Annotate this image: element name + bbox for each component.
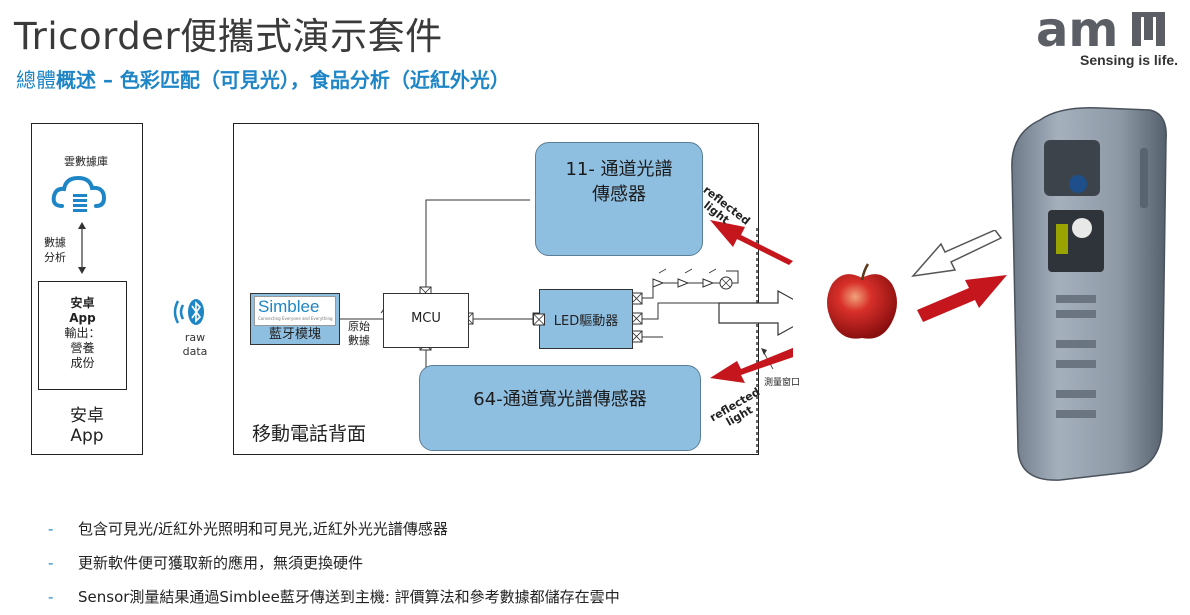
phone-back-label: 移動電話背面 — [252, 423, 367, 445]
app-label: App — [69, 311, 96, 325]
cloud-database-label: 雲數據庫 — [64, 155, 108, 168]
simblee-module: Simblee Connecting Everyone and Everythi… — [250, 293, 340, 345]
bullet-item: - 更新軟件便可獲取新的應用，無須更換硬件 — [48, 552, 363, 573]
bullet-item: - Sensor測量結果通過Simblee藍牙傳送到主機: 評價算法和參考數據都儲… — [48, 586, 620, 607]
page-subtitle: 總體概述 – 色彩匹配（可見光），食品分析（近紅外光） — [16, 64, 510, 93]
sensor-11-channel: 11- 通道光譜 傳感器 — [535, 142, 703, 256]
android-app-footer: 安卓 App — [31, 406, 143, 446]
ams-logo: am Sensing is life. — [1036, 2, 1178, 68]
bullet-text-3: Sensor測量結果通過Simblee藍牙傳送到主機: 評價算法和參考數據都儲存… — [78, 588, 620, 606]
led-driver-block: LED驅動器 — [539, 289, 633, 349]
bullet-dash: - — [48, 520, 54, 538]
app-output-text: 安卓 App 輸出： 營養 成份 — [40, 296, 125, 371]
sensor-64-label: 64-通道寬光譜傳感器 — [473, 389, 647, 410]
ingredients-label: 成份 — [70, 356, 95, 370]
ams-logo-letters: am — [1036, 6, 1118, 52]
mcu-block: MCU — [383, 293, 469, 348]
output-label: 輸出： — [64, 326, 101, 340]
subtitle-main: 概述 – 色彩匹配（可見光），食品分析（近紅外光） — [56, 68, 510, 92]
bluetooth-icon — [173, 299, 204, 325]
bullet-dash: - — [48, 588, 54, 606]
raw-data-label: raw data — [170, 331, 220, 359]
data-label: 數據 — [44, 236, 66, 249]
raw-data-wire-label: 原始 數據 — [344, 320, 374, 348]
led-driver-connectors — [533, 313, 545, 326]
apple-image — [827, 263, 897, 339]
bullet-item: - 包含可見光/近紅外光照明和可見光,近紅外光光譜傳感器 — [48, 518, 448, 539]
simblee-logo: Simblee Connecting Everyone and Everythi… — [254, 296, 336, 326]
data-analysis-arrow — [78, 222, 86, 274]
ams-slogan: Sensing is life. — [1080, 52, 1179, 68]
app-output-box — [38, 281, 127, 390]
sensor-11-label-line1: 11- 通道光譜 — [565, 159, 673, 180]
bullet-text-2: 更新軟件便可獲取新的應用，無須更換硬件 — [78, 554, 364, 572]
led-driver-label: LED驅動器 — [553, 314, 619, 329]
android-footer-line1: 安卓 — [70, 406, 104, 426]
device-light-arrows — [911, 230, 1007, 322]
mcu-label: MCU — [411, 311, 441, 326]
page-title: Tricorder便攜式演示套件 — [14, 15, 443, 58]
android-footer-line2: App — [70, 426, 104, 446]
nutrition-label: 營養 — [70, 341, 95, 355]
measurement-window-label: 測量窗口 — [764, 378, 801, 388]
raw-wire-label-2: 數據 — [348, 334, 370, 347]
raw-label: raw — [184, 331, 206, 344]
tricorder-device-image — [1011, 107, 1167, 481]
bullet-dash: - — [48, 554, 54, 572]
simblee-name: Simblee — [258, 297, 320, 316]
cloud-database-icon — [51, 175, 107, 212]
app-android-label: 安卓 — [70, 296, 95, 310]
sensor-64-channel: 64-通道寬光譜傳感器 — [419, 365, 701, 451]
ams-logo-mark: am — [1036, 2, 1165, 58]
simblee-tagline: Connecting Everyone and Everything — [258, 316, 333, 321]
raw-wire-label-1: 原始 — [348, 320, 370, 333]
data-word-label: data — [182, 345, 208, 358]
simblee-label: 藍牙模塊 — [268, 327, 321, 342]
sensor-11-label-line2: 傳感器 — [592, 184, 646, 205]
bullet-text-1: 包含可見光/近紅外光照明和可見光,近紅外光光譜傳感器 — [78, 520, 448, 538]
analysis-label: 分析 — [44, 251, 66, 264]
subtitle-prefix: 總體 — [16, 68, 56, 92]
